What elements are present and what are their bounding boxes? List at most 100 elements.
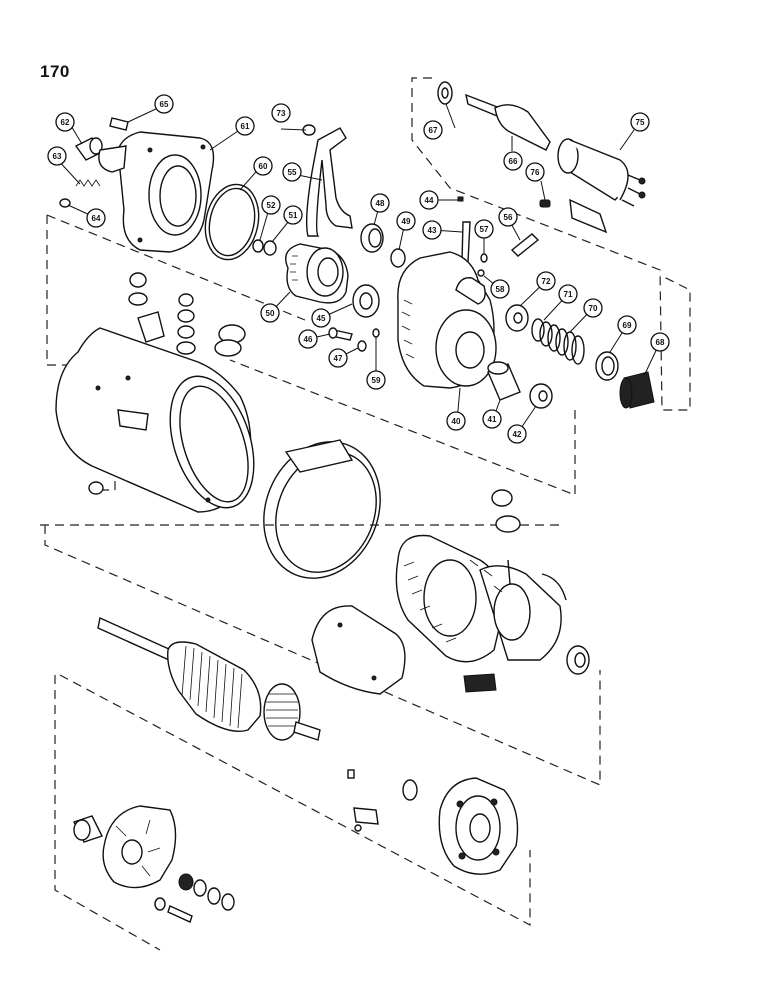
callout-72: 72 [536,271,556,291]
callout-65-label: 65 [160,100,169,109]
callout-70: 70 [583,298,603,318]
spring-63 [75,179,101,187]
shift-lever-55 [305,127,353,237]
callout-42: 42 [507,424,527,444]
callout-76-label: 76 [531,168,540,177]
plug-68 [619,371,655,409]
washer-59 [372,328,380,338]
drive-housing-group [59,117,316,261]
pin-65 [109,117,129,131]
intermediate-housing-group [397,196,655,409]
callout-50-label: 50 [266,309,275,318]
callout-63-label: 63 [53,152,62,161]
armature [97,617,321,741]
screw-frame [88,481,104,495]
callout-61: 61 [235,116,255,136]
callout-44-label: 44 [425,196,434,205]
bushing-62 [74,137,104,161]
washer-72 [505,304,529,332]
bushing-41 [487,361,521,401]
screw-76 [539,199,551,208]
callout-75: 75 [630,112,650,132]
callout-62-label: 62 [61,118,70,127]
callout-71-label: 71 [564,290,573,299]
callout-50: 50 [260,303,280,323]
callout-73: 73 [271,103,291,123]
callout-52-label: 52 [267,201,276,210]
callouts: 67 66 75 76 65 62 61 63 64 60 73 55 52 5… [47,94,670,444]
callout-66: 66 [503,151,523,171]
callout-40: 40 [446,411,466,431]
bushing-right [566,645,590,675]
callout-41-label: 41 [488,415,497,424]
callout-52: 52 [261,195,281,215]
collar-51 [263,240,277,256]
plunger-66 [465,93,551,151]
callout-73-label: 73 [277,109,286,118]
callout-48: 48 [370,193,390,213]
callout-55-label: 55 [288,168,297,177]
solenoid-75 [557,138,646,234]
callout-57-label: 57 [480,225,489,234]
insulator-pad [463,673,497,693]
bushing-lower [73,815,103,843]
callout-68: 68 [650,332,670,352]
callout-49-label: 49 [402,217,411,226]
field-coil-group [311,489,590,695]
washer-67 [437,81,453,105]
washer-47 [357,340,367,352]
callout-61-label: 61 [241,122,250,131]
callout-43: 43 [422,220,442,240]
nut-64 [59,198,71,208]
drive-50 [285,243,349,304]
callout-62: 62 [55,112,75,132]
pin-44 [457,196,464,202]
drive-housing-61 [98,131,215,253]
ring-49 [390,248,406,268]
callout-63: 63 [47,146,67,166]
callout-76: 76 [525,162,545,182]
callout-49: 49 [396,211,416,231]
pole-shoe [311,605,406,695]
commutator-end-group [73,769,519,923]
callout-55: 55 [282,162,302,182]
field-frame [55,327,255,513]
callout-60: 60 [253,156,273,176]
callout-72-label: 72 [542,277,551,286]
callout-71: 71 [558,284,578,304]
washer-52 [252,239,264,253]
callout-45-label: 45 [317,314,326,323]
callout-70-label: 70 [589,304,598,313]
drive-end-plate [102,805,177,889]
bearing-48 [360,223,384,253]
housing-40 [397,251,497,389]
callout-57: 57 [474,219,494,239]
callout-67: 67 [423,120,443,140]
callout-45: 45 [311,308,331,328]
callout-69: 69 [617,315,637,335]
pin-56 [510,233,540,257]
callout-43-label: 43 [428,226,437,235]
washer-45 [352,284,380,318]
hardware-stack-left [128,272,246,357]
callout-67-label: 67 [429,126,438,135]
bushing-42 [529,383,553,409]
callout-60-label: 60 [259,162,268,171]
o-ring-60 [204,183,260,261]
field-coils [395,534,567,663]
callout-44: 44 [419,190,439,210]
callout-47: 47 [328,348,348,368]
callout-51: 51 [283,205,303,225]
callout-68-label: 68 [656,338,665,347]
callout-65: 65 [154,94,174,114]
ring-57 [480,253,488,263]
callout-75-label: 75 [636,118,645,127]
pin-43 [461,221,471,263]
brush-hardware [347,769,418,832]
hardware-lower [154,873,235,923]
callout-58: 58 [490,279,510,299]
callout-46: 46 [298,329,318,349]
callout-56: 56 [498,207,518,227]
insulator-band [263,439,381,579]
